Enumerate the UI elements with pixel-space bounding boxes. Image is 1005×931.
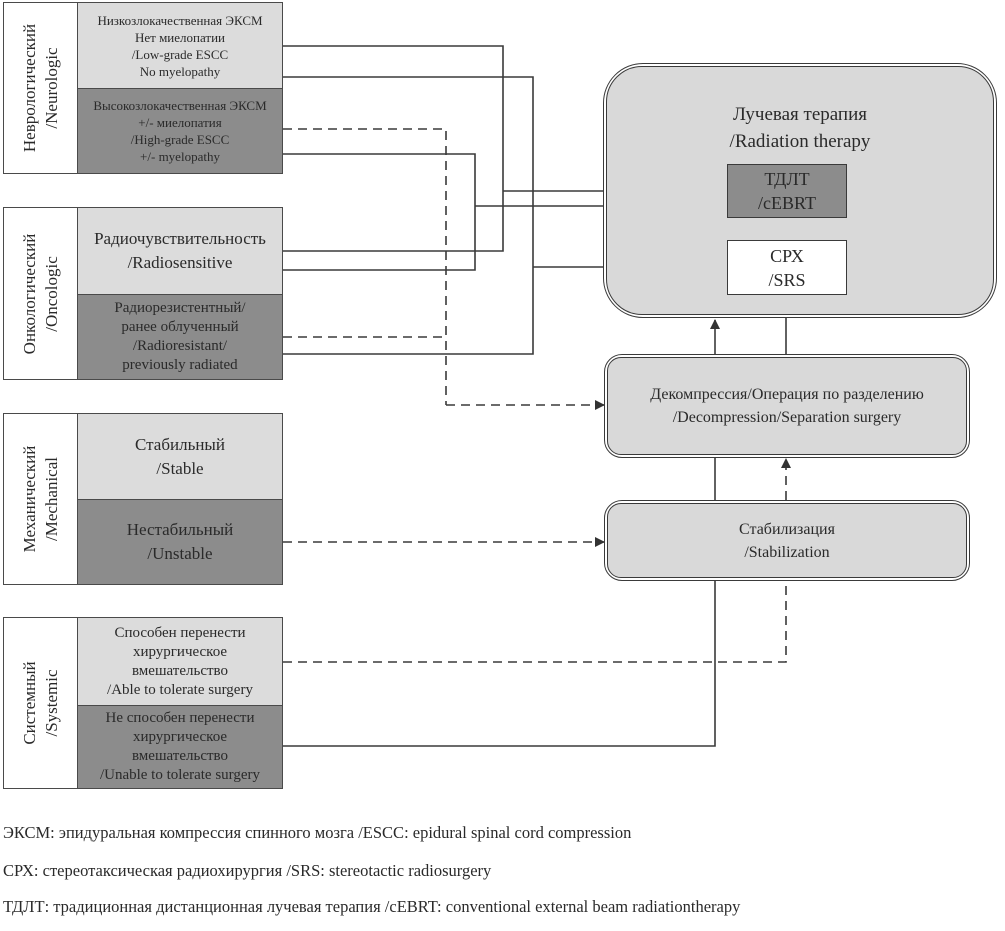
option-stable: Стабильный /Stable xyxy=(77,413,283,500)
srs-box: СРХ /SRS xyxy=(727,240,847,295)
option-low-grade-escc: Низкозлокачественная ЭКСМ Нет миелопатии… xyxy=(77,2,283,89)
category-label: Онкологический /Oncologic xyxy=(19,233,61,354)
decompression-label: Декомпрессия/Операция по разделению /Dec… xyxy=(607,357,967,455)
option-unable-tolerate-surgery: Не способен перенести хирургическое вмеш… xyxy=(77,705,283,789)
legend-cebrt: ТДЛТ: традиционная дистанционная лучевая… xyxy=(3,897,741,916)
category-oncologic: Онкологический /Oncologic xyxy=(3,207,78,380)
decompression-box: Декомпрессия/Операция по разделению /Dec… xyxy=(604,354,970,458)
cebrt-box: ТДЛТ /cEBRT xyxy=(727,164,847,218)
category-label: Системный /Systemic xyxy=(19,661,61,745)
line-lowgrade-to-cebrt xyxy=(283,45,504,252)
stabilization-label: Стабилизация /Stabilization xyxy=(607,503,967,578)
legend-srs: СРХ: стереотаксическая радиохирургия /SR… xyxy=(3,861,492,880)
radiation-therapy-title: Лучевая терапия /Radiation therapy xyxy=(729,104,871,152)
line-lowgrade-to-srs xyxy=(283,76,534,355)
stabilization-box: Стабилизация /Stabilization xyxy=(604,500,970,581)
category-label: Механический /Mechanical xyxy=(19,445,61,553)
category-label: Неврологический /Neurologic xyxy=(19,23,61,153)
dashed-able-surgery xyxy=(283,580,787,663)
legend-escc: ЭКСМ: эпидуральная компрессия спинного м… xyxy=(3,823,632,842)
option-radiosensitive: Радиочувствительность /Radiosensitive xyxy=(77,207,283,295)
option-radioresistant: Радиорезистентный/ ранее облученный /Rad… xyxy=(77,294,283,380)
category-mechanical: Механический /Mechanical xyxy=(3,413,78,585)
category-systemic: Системный /Systemic xyxy=(3,617,78,789)
option-unstable: Нестабильный /Unstable xyxy=(77,499,283,585)
option-high-grade-escc: Высокозлокачественная ЭКСМ +/- миелопати… xyxy=(77,88,283,174)
line-highgrade-to-cebrt xyxy=(283,153,476,271)
line-unable-surgery xyxy=(283,580,716,747)
category-neurologic: Неврологический /Neurologic xyxy=(3,2,78,174)
option-able-tolerate-surgery: Способен перенести хирургическое вмешате… xyxy=(77,617,283,706)
dashed-highgrade xyxy=(283,128,447,405)
